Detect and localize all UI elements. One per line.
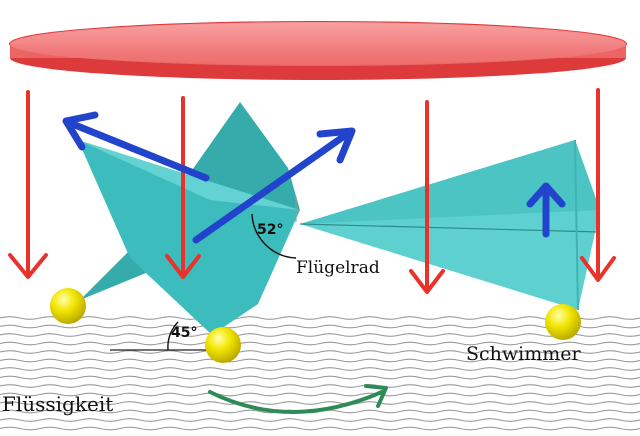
wave-line <box>0 418 640 422</box>
red-down-arrow-icon <box>580 88 616 282</box>
force-arrows <box>8 88 616 294</box>
yellow-ball-icon <box>50 288 86 324</box>
yellow-ball-icon <box>205 327 241 363</box>
wave-line <box>0 375 640 380</box>
red-down-arrow-icon <box>165 96 201 279</box>
yellow-ball-icon <box>545 304 581 340</box>
wave-line <box>0 333 640 337</box>
wave-line <box>0 316 640 320</box>
blue-arrow-icon <box>192 127 356 244</box>
wave-line <box>0 367 640 371</box>
blade-left-front <box>78 140 300 335</box>
blue-arrow-icon <box>526 182 566 238</box>
liquid-waves <box>0 316 640 431</box>
wave-line <box>0 350 640 354</box>
liquid-label: Flüssigkeit <box>2 392 114 416</box>
angle-top-label: 52° <box>257 222 284 238</box>
wave-line <box>0 401 640 405</box>
blue-arrow-icon <box>62 111 210 182</box>
angle-bottom-label: 45° <box>171 325 198 341</box>
wave-line <box>0 324 640 329</box>
red-down-arrow-icon <box>409 100 445 294</box>
red-down-arrow-icon <box>8 90 48 279</box>
impeller-label: Flügelrad <box>296 258 380 278</box>
motion-arrows <box>62 111 566 244</box>
wave-line <box>0 426 640 431</box>
float-balls <box>50 288 581 363</box>
wave-line <box>0 358 640 363</box>
impeller-blades <box>78 102 601 335</box>
green-curved-arrow-icon <box>208 384 388 414</box>
wave-line <box>0 409 640 414</box>
wave-line <box>0 384 640 388</box>
rotating-disc <box>9 21 627 80</box>
float-label: Schwimmer <box>466 343 581 365</box>
wave-line <box>0 341 640 346</box>
wave-line <box>0 392 640 397</box>
